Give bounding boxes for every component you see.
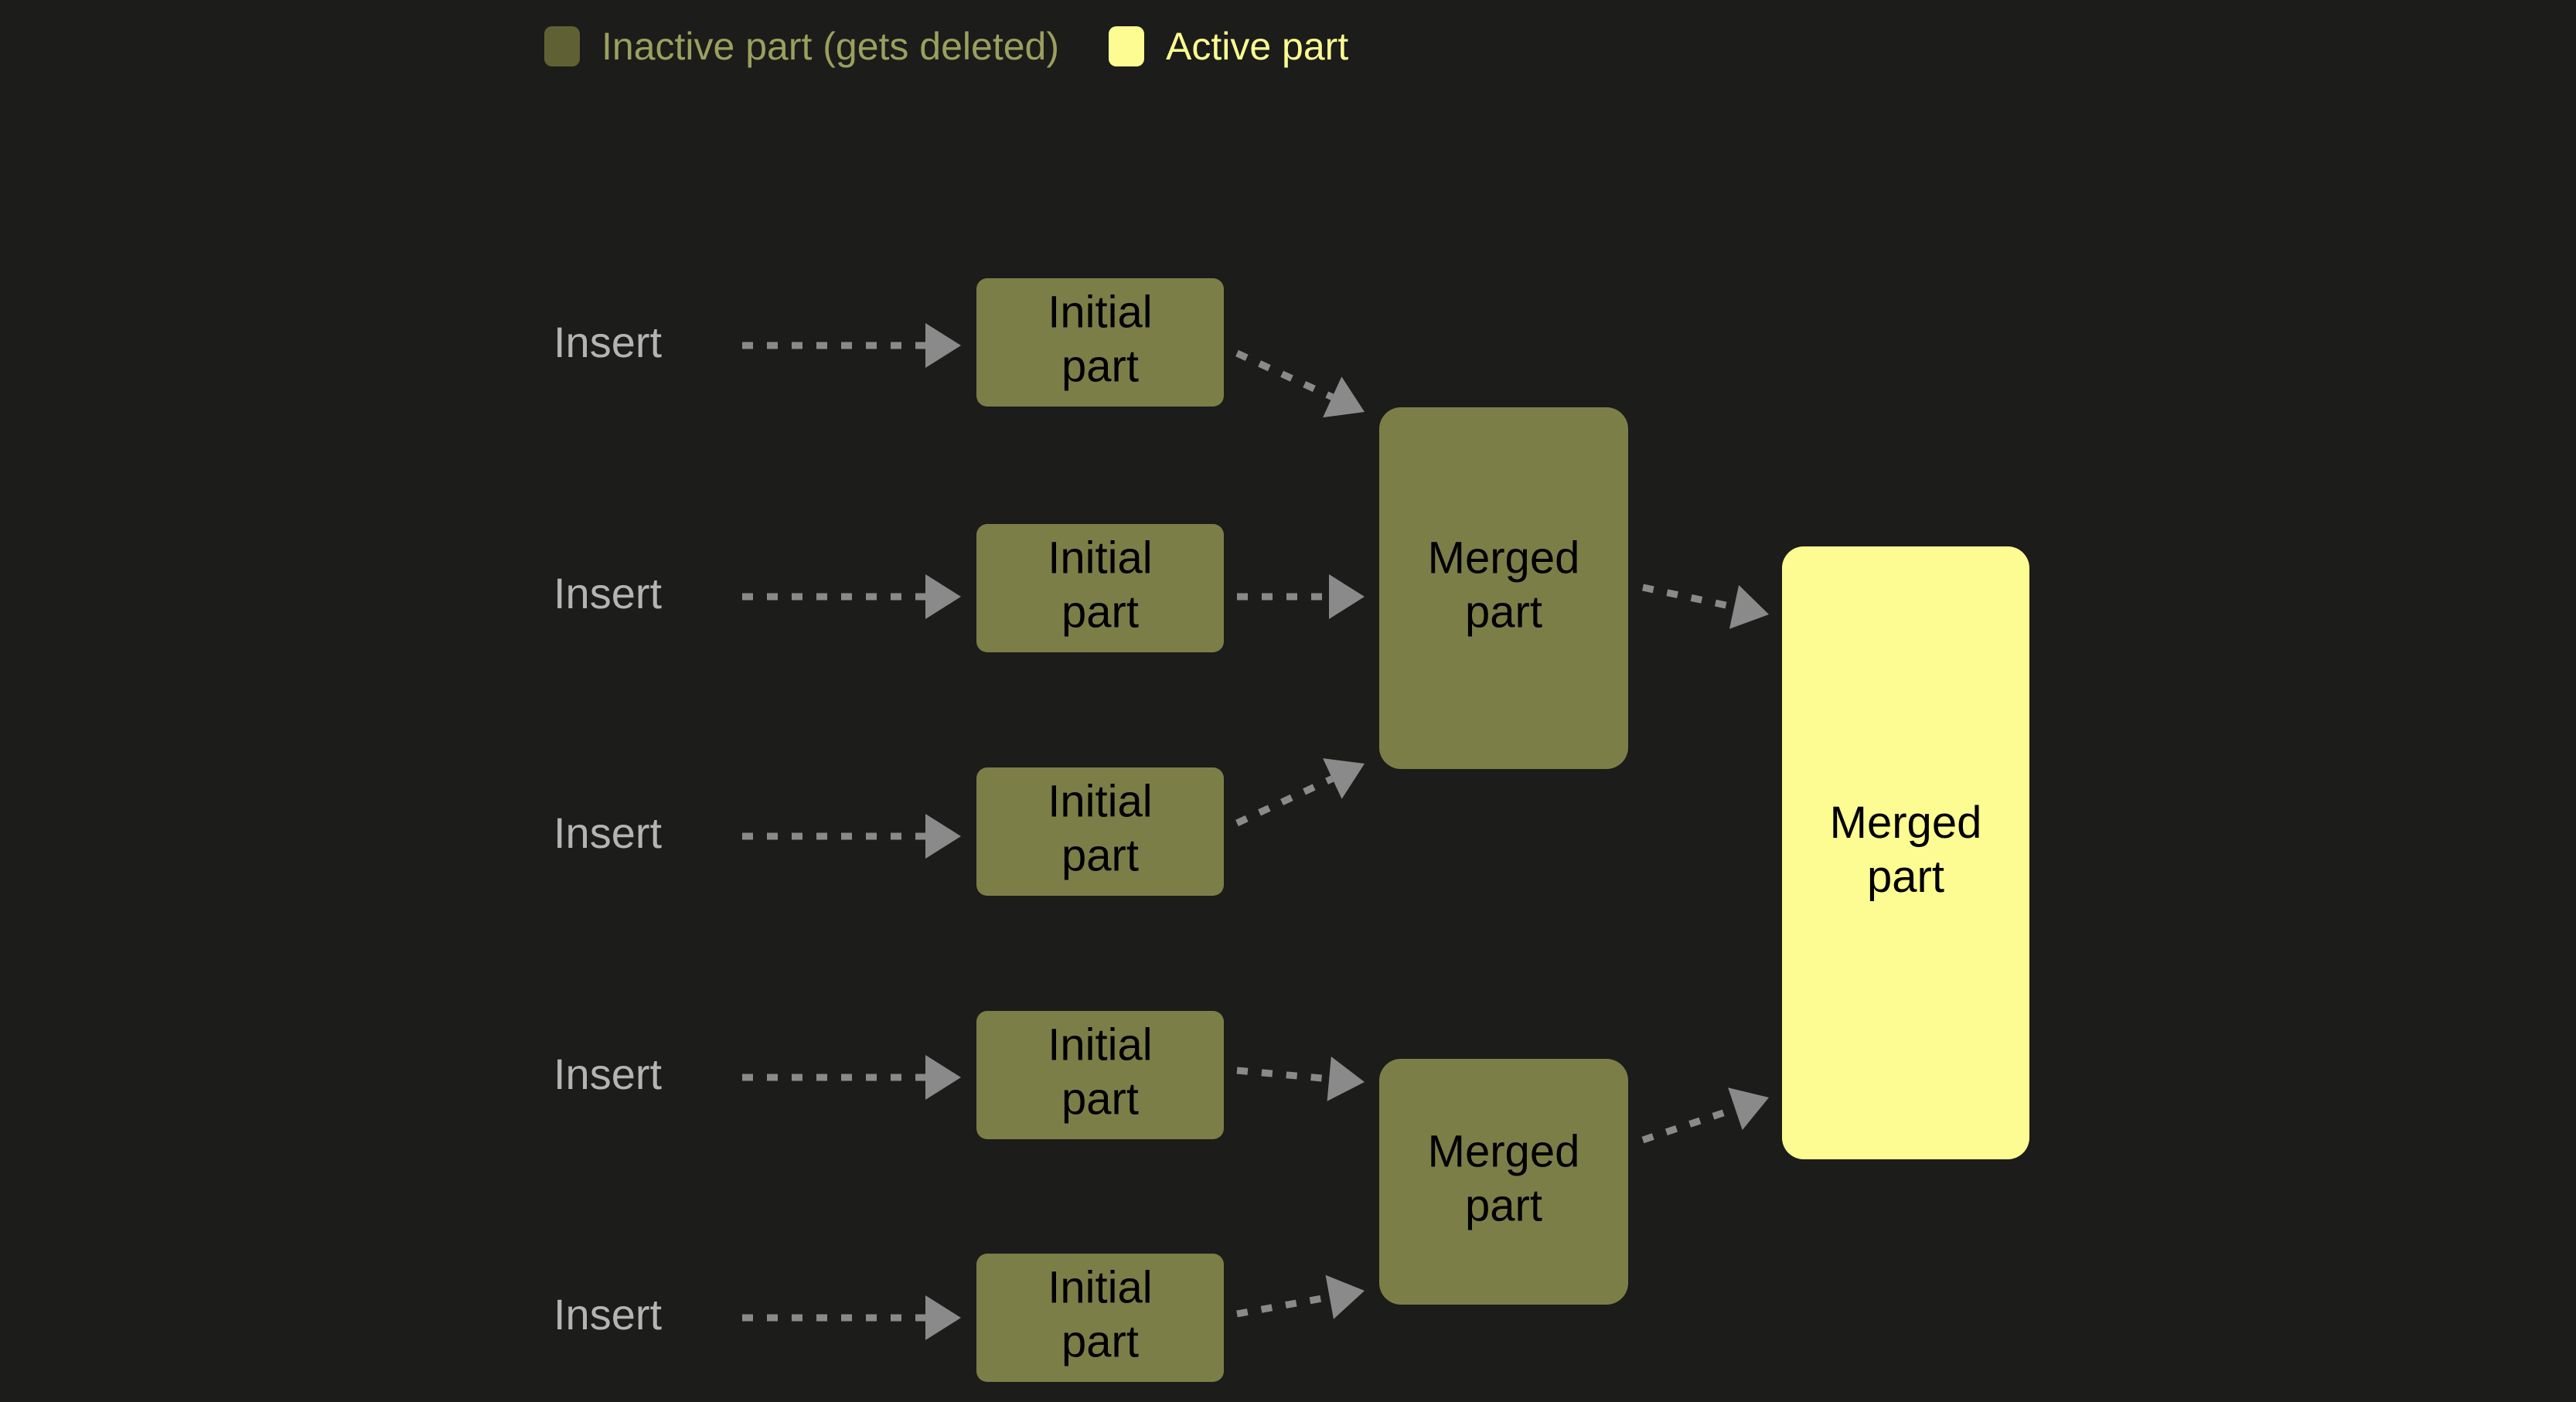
node-label-line2: part: [1061, 341, 1139, 391]
edges-layer: [742, 323, 1769, 1340]
node-shape-inactive: [976, 278, 1224, 407]
node-label-line2: part: [1061, 587, 1139, 637]
node-label-line1: Merged: [1428, 1126, 1580, 1176]
legend-swatch-active-icon: [1109, 26, 1144, 66]
node-shape-inactive: [1379, 1059, 1628, 1305]
legend-swatch-inactive-icon: [544, 26, 580, 66]
label-insert-5: Insert: [554, 1290, 662, 1339]
edge-edge-insert-1: [742, 323, 961, 368]
label-insert-3: Insert: [554, 808, 662, 857]
node-shape-inactive: [976, 1011, 1224, 1139]
node-label-line2: part: [1465, 587, 1542, 637]
edge-edge-insert-2: [742, 574, 961, 619]
node-label-line2: part: [1867, 852, 1944, 902]
edge-edge-merged-bottom-active: [1641, 1087, 1769, 1144]
node-shape-inactive: [976, 524, 1224, 652]
node-shape-inactive: [976, 767, 1224, 896]
edge-edge-merged-top-active: [1642, 584, 1769, 629]
node-label-line2: part: [1061, 1316, 1139, 1366]
legend-label-inactive: Inactive part (gets deleted): [601, 25, 1059, 68]
label-insert-4: Insert: [554, 1050, 662, 1098]
legend-item-inactive: Inactive part (gets deleted): [544, 26, 1059, 66]
node-label-line1: Initial: [1048, 1262, 1152, 1312]
label-insert-1: Insert: [554, 318, 662, 366]
node-shape-inactive: [976, 1254, 1224, 1382]
edge-edge-initial3-merged-top: [1235, 758, 1365, 827]
legend-item-active: Active part: [1109, 26, 1348, 66]
edge-edge-initial1-merged-top: [1235, 349, 1365, 418]
node-label-line1: Initial: [1048, 533, 1152, 583]
node-label-line2: part: [1465, 1180, 1542, 1230]
node-label-line1: Initial: [1048, 776, 1152, 826]
nodes-layer: InitialpartInitialpartInitialpartInitial…: [976, 278, 2029, 1382]
edge-edge-insert-4: [742, 1055, 961, 1100]
node-label-line1: Initial: [1048, 287, 1152, 337]
node-label-line1: Merged: [1830, 798, 1982, 848]
edge-edge-initial5-merged-bottom: [1236, 1274, 1365, 1319]
legend: Inactive part (gets deleted) Active part: [544, 22, 1348, 71]
node-label-line2: part: [1061, 1074, 1139, 1124]
node-label-line1: Initial: [1048, 1019, 1152, 1070]
edge-edge-insert-3: [742, 814, 961, 859]
label-insert-2: Insert: [554, 569, 662, 618]
edge-edge-insert-5: [742, 1295, 961, 1340]
node-label-line1: Merged: [1428, 533, 1580, 583]
node-label-line2: part: [1061, 830, 1139, 880]
legend-label-active: Active part: [1166, 25, 1349, 68]
edge-edge-initial4-merged-bottom: [1236, 1056, 1365, 1101]
edge-edge-initial2-merged-top: [1237, 574, 1365, 619]
node-shape-active: [1782, 546, 2029, 1159]
node-shape-inactive: [1379, 407, 1628, 769]
